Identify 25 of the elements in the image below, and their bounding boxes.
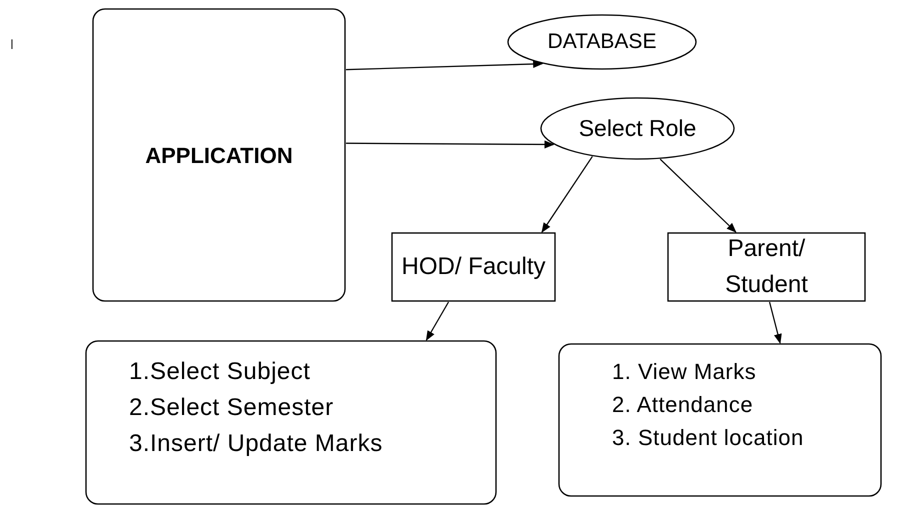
application-box [92, 8, 346, 302]
node-label: HOD/ Faculty [401, 252, 546, 282]
node-label: DATABASE [548, 29, 656, 56]
role-box [391, 232, 556, 302]
role-ellipse [540, 97, 735, 160]
node-label: Select Role [578, 114, 696, 144]
list-item: 1.Select Subject [129, 357, 312, 387]
list-item: 2.Select Semester [129, 393, 335, 423]
arrow [541, 156, 593, 233]
node-label: APPLICATION [145, 142, 293, 170]
arrow [768, 302, 782, 344]
list-item: 1. View Marks [612, 358, 758, 386]
stray-mark: I [10, 36, 14, 52]
task-list-box [558, 343, 882, 497]
arrow [346, 60, 544, 70]
list-item: 2. Attendance [612, 391, 754, 419]
list-item: 3. Student location [612, 424, 805, 452]
arrow [346, 140, 555, 148]
database-ellipse [507, 14, 697, 70]
role-box [667, 232, 866, 302]
arrow [426, 302, 450, 341]
node-label: Parent/ Student [724, 234, 809, 300]
list-item: 3.Insert/ Update Marks [129, 429, 384, 459]
task-list-box [85, 340, 497, 505]
arrow [660, 158, 736, 233]
